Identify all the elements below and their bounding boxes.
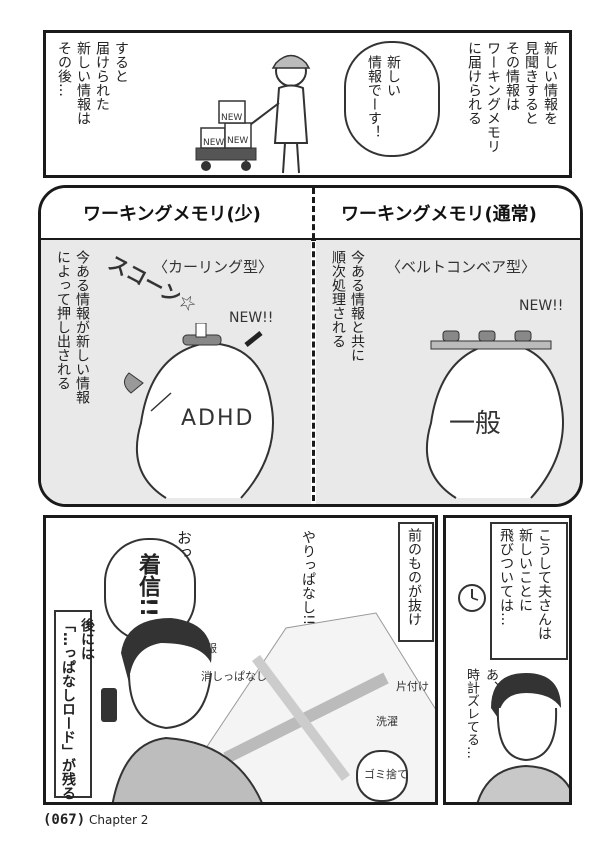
narration-conveyor: 今ある情報と共に 順次処理される — [330, 250, 365, 362]
head-adhd — [124, 323, 274, 499]
item-laundry: 洗濯 — [376, 715, 398, 728]
panel-working-memory: ワーキングメモリ(少) ワーキングメモリ(通常) 今ある情報が新しい情報 によっ… — [38, 185, 583, 507]
speech-clock-off: あ、 時計ズレてる… — [464, 668, 498, 759]
box-label-2: NEW — [227, 136, 249, 146]
narration-box-road — [54, 610, 92, 798]
box-label-3: NEW — [221, 113, 243, 123]
husband-figure — [476, 673, 569, 802]
sfx-yarippa: やりっぱなし!! — [300, 530, 316, 626]
chapter-label: Chapter 2 — [88, 813, 149, 827]
head-label-general: 一般 — [449, 409, 502, 439]
narration-pulled: 前のものが抜け — [406, 528, 422, 626]
man-on-phone — [101, 618, 263, 802]
type-label-curling: 〈カーリング型〉 — [153, 258, 274, 276]
type-label-conveyor: 〈ベルトコンベア型〉 — [386, 258, 537, 276]
narration-husband: こうして夫さんは 新しいことに 飛びついては… — [498, 528, 552, 640]
bubble-incoming: 着信!! — [135, 553, 160, 618]
narration-road: 後には 「…っぱなしロード」が残る — [60, 618, 95, 800]
header-working-memory-normal: ワーキングメモリ(通常) — [341, 204, 537, 225]
item-garbage: ゴミ捨て — [364, 768, 408, 781]
box-label-1: NEW — [203, 138, 225, 148]
footer: (067) Chapter 2 — [43, 812, 148, 828]
head-label-adhd: ADHD — [181, 406, 255, 431]
item-tidy: 片付け — [396, 680, 429, 693]
new-tag-left: NEW!! — [229, 310, 274, 326]
item-clothes: 服 — [206, 642, 217, 655]
top-box-pulled — [398, 522, 434, 642]
page-number: (067) — [43, 812, 86, 828]
clock-icon — [458, 584, 486, 612]
header-row — [41, 188, 580, 241]
courier-figure — [195, 54, 311, 174]
panel-incoming-call: 着信!! おっ 後には 「…っぱなしロード」が残る 前のものが抜け やりっぱなし… — [43, 515, 438, 805]
sfx-oh: おっ — [175, 530, 193, 560]
narration-curling: 今ある情報が新しい情報 によって押し出される — [55, 250, 90, 404]
item-lights-left-on: 消しっぱなし — [201, 670, 267, 683]
narration-intro: 新しい情報を 見聞きすると その情報は ワーキングメモリ に届けられる — [466, 41, 558, 153]
narration-box-husband — [490, 522, 568, 660]
panel-clock: こうして夫さんは 新しいことに 飛びついては… あ、 時計ズレてる… — [443, 515, 572, 805]
panel-intro: 新しい情報を 見聞きすると その情報は ワーキングメモリ に届けられる 新しい … — [43, 30, 572, 178]
speech-bubble-new-info — [344, 41, 440, 157]
head-general — [425, 330, 564, 499]
speech-new-info: 新しい 情報でーす！ — [366, 55, 401, 139]
header-working-memory-small: ワーキングメモリ(少) — [83, 204, 261, 225]
garbage-bubble — [356, 750, 408, 802]
divider-dashed — [312, 188, 315, 504]
new-tag-right: NEW!! — [519, 298, 564, 314]
narration-then: すると 届けられた 新しい情報は その後… — [56, 41, 129, 125]
